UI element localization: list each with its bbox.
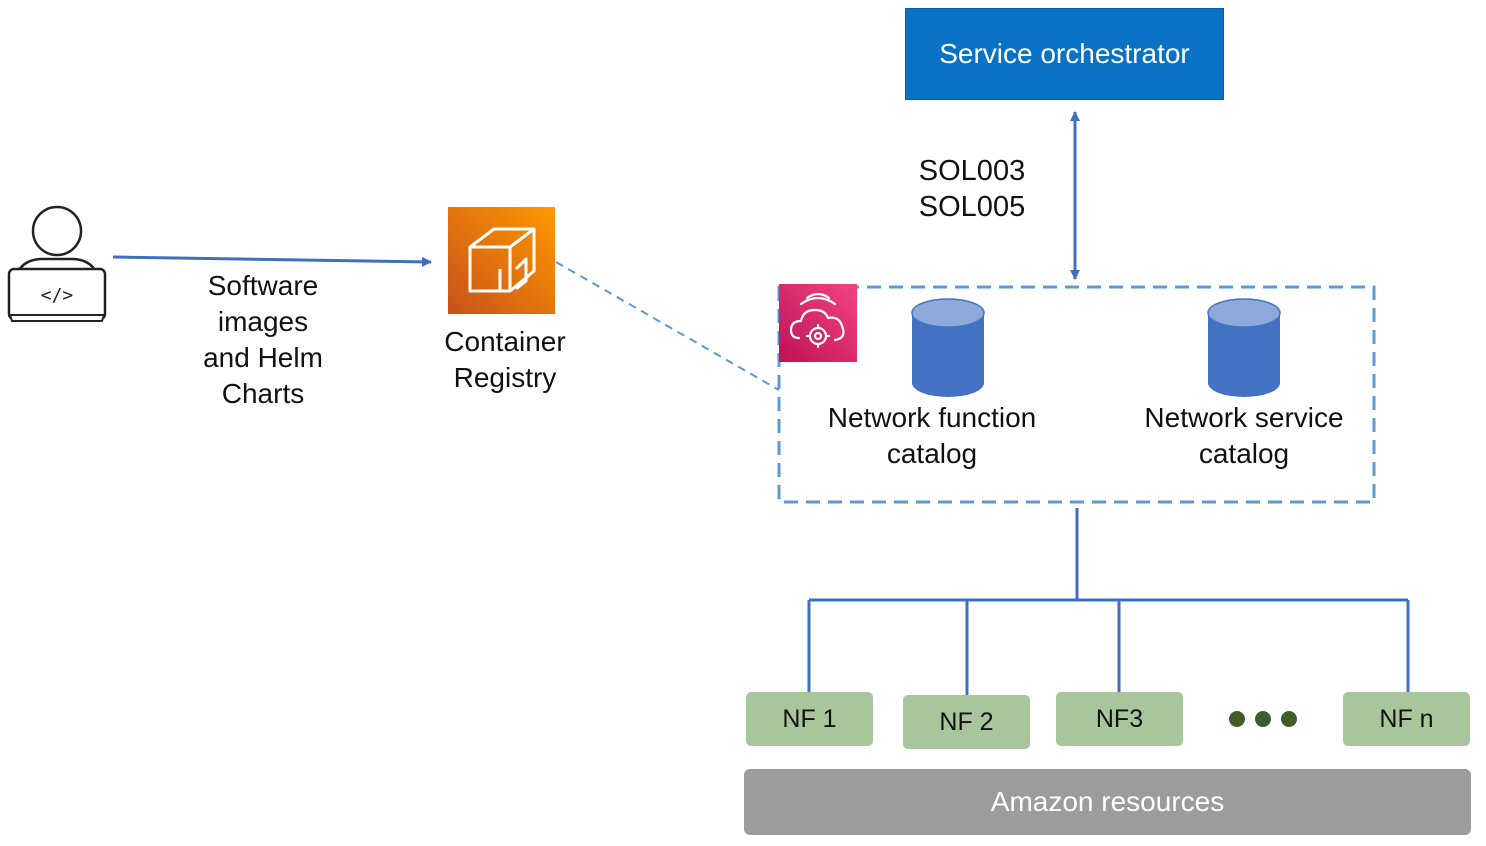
software-images-label: Software images and Helm Charts — [173, 268, 353, 412]
developer-to-registry-arrow — [112, 255, 432, 267]
nf-box-1: NF 1 — [746, 692, 873, 746]
service-orchestrator-box: Service orchestrator — [905, 8, 1224, 100]
ns-catalog-line: Network service — [1144, 402, 1344, 433]
sol005-label: SOL005 — [918, 191, 1026, 223]
ns-catalog-line: catalog — [1198, 438, 1290, 469]
ellipsis-dot — [1229, 711, 1245, 727]
nf-label: NF 2 — [939, 707, 994, 736]
ellipsis-dot — [1255, 711, 1271, 727]
sol-interfaces-label: SOL003 SOL005 — [902, 153, 1042, 225]
software-label-line: Software — [207, 270, 319, 301]
network-service-catalog-label: Network service catalog — [1118, 400, 1370, 472]
sol003-label: SOL003 — [918, 155, 1026, 187]
software-label-line: Charts — [221, 378, 305, 409]
nf-box-2: NF 2 — [903, 695, 1030, 749]
telco-network-builder-icon — [779, 284, 857, 362]
nf-label: NF3 — [1095, 704, 1144, 733]
nf-tree-lines — [807, 508, 1410, 695]
nf-catalog-line: Network function — [827, 402, 1037, 433]
svg-text:</>: </> — [41, 285, 74, 306]
database-cylinder-icon — [1207, 298, 1281, 397]
amazon-resources-label: Amazon resources — [990, 786, 1225, 817]
nf-catalog-line: catalog — [886, 438, 978, 469]
container-registry-label: Container Registry — [415, 324, 595, 396]
registry-label-line: Registry — [453, 362, 557, 393]
registry-to-catalog-dashed-line — [555, 261, 780, 391]
database-cylinder-icon — [911, 298, 985, 397]
container-registry-icon — [448, 207, 555, 314]
software-label-line: and Helm — [203, 342, 323, 373]
nf-label: NF 1 — [782, 704, 837, 733]
developer-laptop-icon: </> — [7, 205, 107, 322]
registry-label-line: Container — [444, 326, 566, 357]
nf-label: NF n — [1379, 704, 1434, 733]
service-orchestrator-label: Service orchestrator — [939, 38, 1190, 69]
nf-box-n: NF n — [1343, 692, 1470, 746]
ellipsis-dot — [1281, 711, 1297, 727]
network-function-catalog-label: Network function catalog — [802, 400, 1062, 472]
nf-box-3: NF3 — [1056, 692, 1183, 746]
catalog-container-dashed-border — [777, 285, 1376, 504]
amazon-resources-bar: Amazon resources — [744, 769, 1471, 835]
software-label-line: images — [217, 306, 309, 337]
